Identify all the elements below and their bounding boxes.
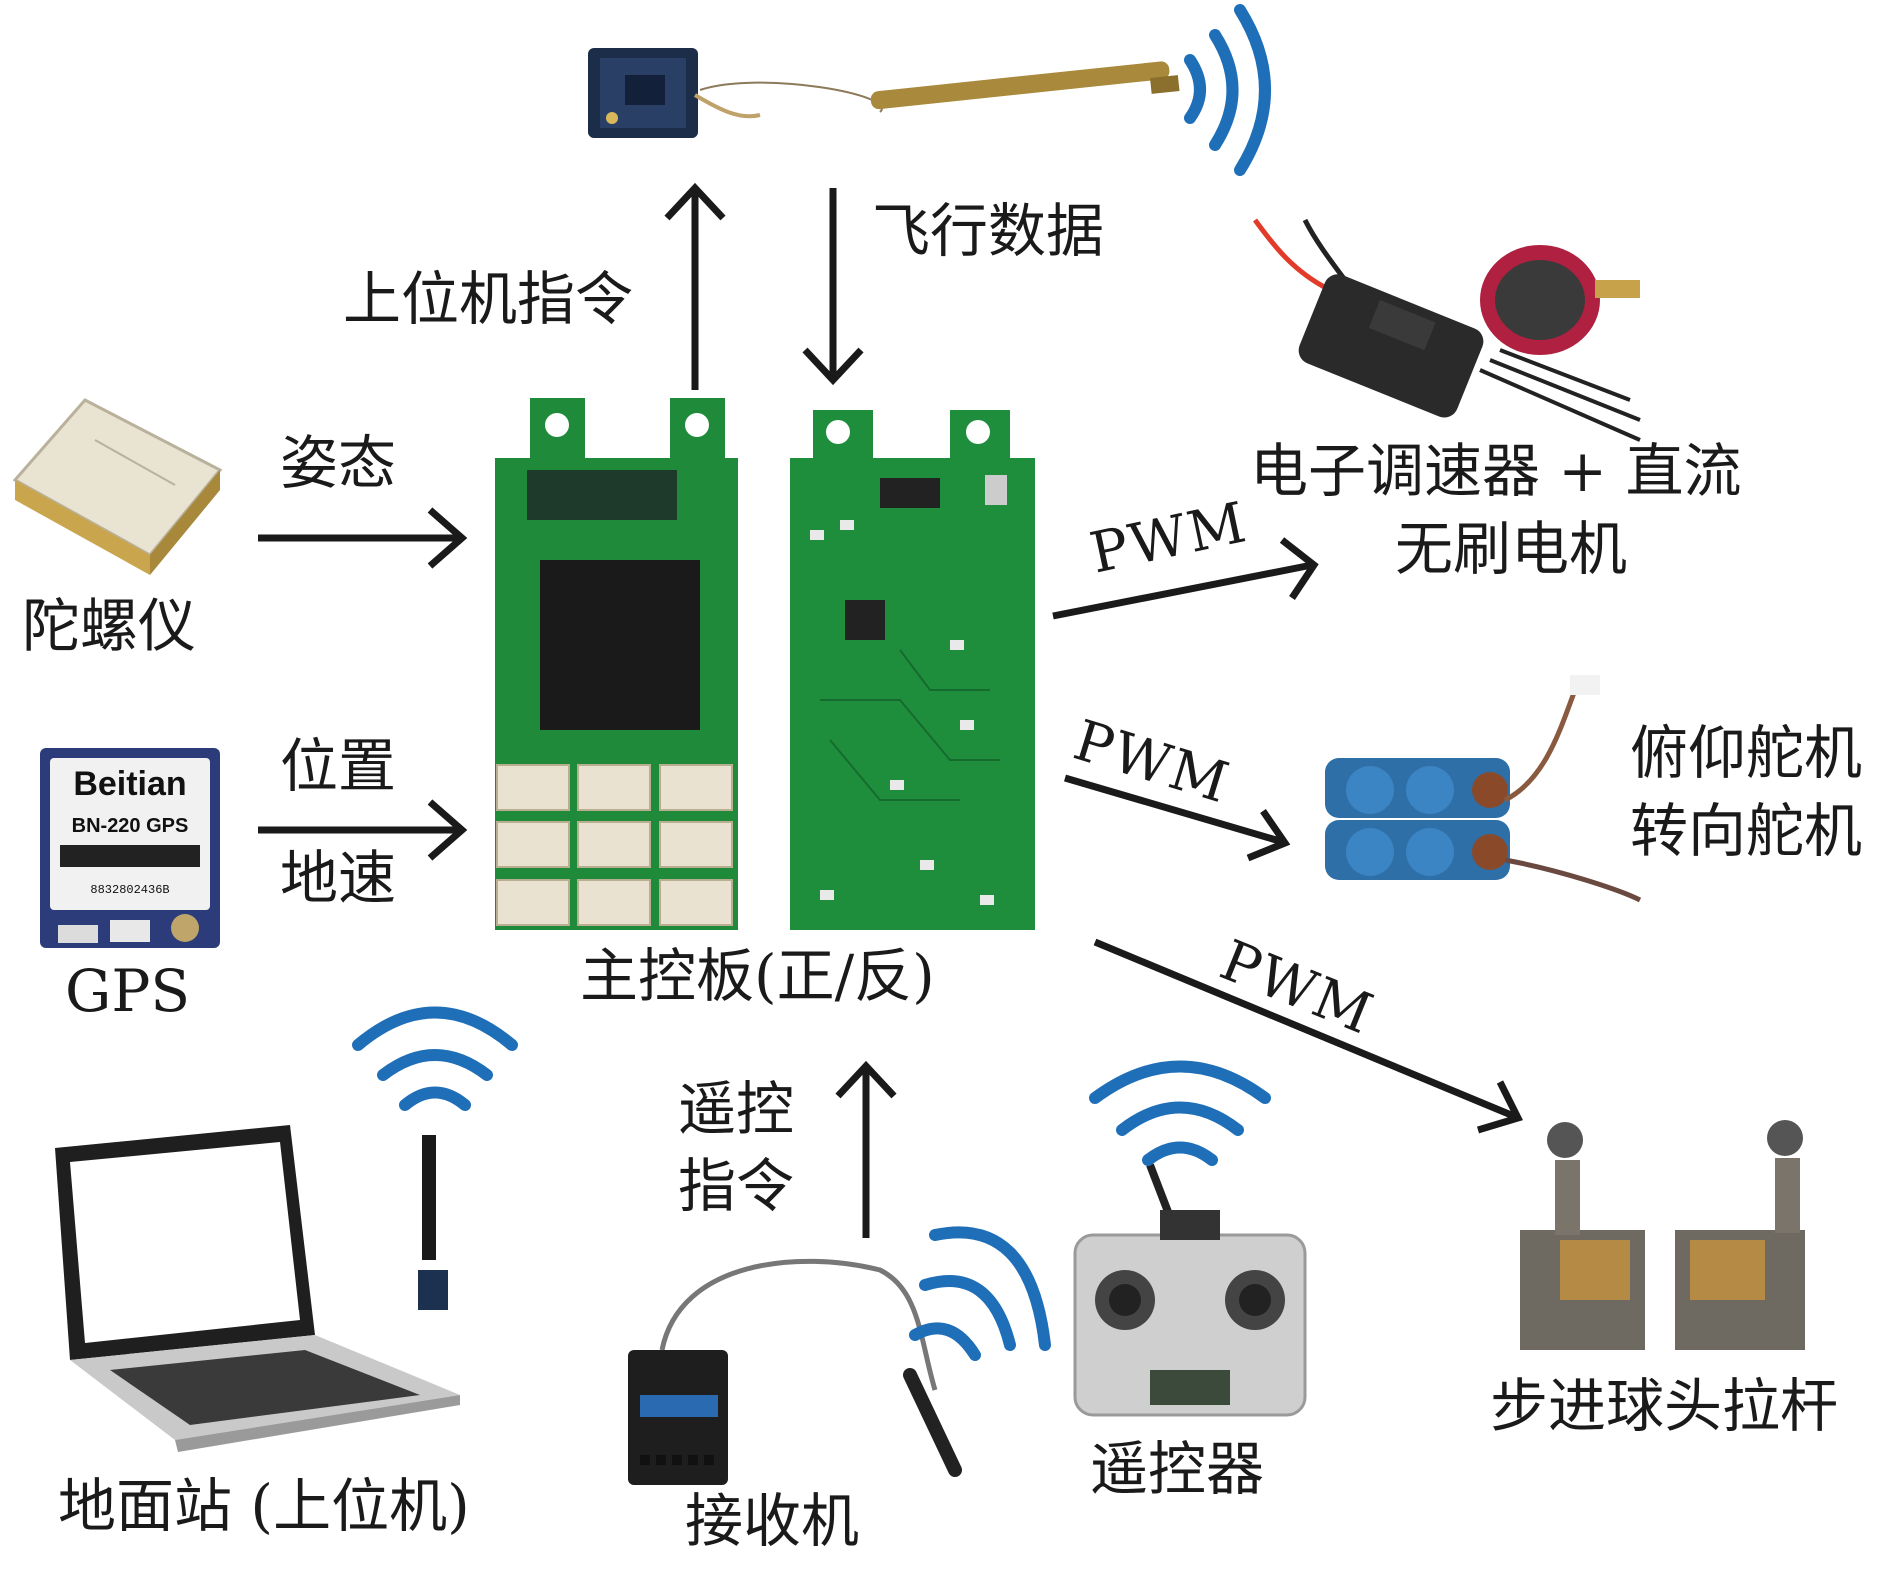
arrow-flight-data (802, 188, 864, 386)
servo-label-line2: 转向舵机 (1630, 797, 1863, 865)
wireless-signal-receiver (909, 1226, 1051, 1361)
receiver-label: 接收机 (685, 1487, 860, 1555)
rc-cmd-label-line1: 遥控 (678, 1075, 795, 1143)
attitude-label: 姿态 (280, 429, 397, 497)
arrow-pwm-rod (1093, 938, 1523, 1134)
rod-label: 步进球头拉杆 (1490, 1372, 1839, 1440)
gyro-image (12, 398, 223, 575)
servo-label-line1: 俯仰舵机 (1630, 719, 1863, 787)
remote-image (1073, 1163, 1307, 1417)
gps-model-text: BN-220 GPS (72, 815, 189, 837)
arrow-rc-cmd (835, 1060, 897, 1238)
gps-label: GPS (65, 957, 191, 1025)
arrow-pwm-servo (1064, 774, 1291, 862)
ground-speed-label: 地速 (280, 844, 397, 912)
arrow-pwm-esc (1052, 537, 1319, 620)
main-board-label: 主控板(正/反) (580, 942, 935, 1010)
remote-label: 遥控器 (1090, 1435, 1265, 1503)
arrow-attitude (258, 507, 468, 569)
rod-image (1520, 1120, 1805, 1350)
esc-label-line1: 电子调速器 + 直流 (1250, 437, 1742, 505)
servo-image (1325, 675, 1642, 903)
main-board-back-image (790, 410, 1035, 930)
gps-serial-text: 8832802436B (90, 883, 169, 897)
esc-label-line2: 无刷电机 (1395, 515, 1628, 583)
wireless-module-image (588, 48, 1180, 138)
arrow-upper-cmd (664, 182, 726, 390)
ground-station-label: 地面站 (上位机) (58, 1472, 470, 1540)
gyro-label: 陀螺仪 (22, 592, 197, 660)
gps-brand-text: Beitian (73, 765, 186, 803)
position-label: 位置 (280, 732, 397, 800)
wireless-signal-remote (1089, 1060, 1271, 1166)
esc-motor-image (1252, 218, 1641, 442)
main-board-front-image (495, 398, 738, 930)
rc-cmd-label-line2: 指令 (678, 1152, 795, 1220)
flight-data-label: 飞行数据 (872, 197, 1105, 265)
arrow-position (258, 799, 468, 861)
upper-cmd-label: 上位机指令 (343, 265, 634, 333)
laptop-image (55, 1125, 460, 1452)
wireless-signal-top (1184, 4, 1271, 176)
gps-module-image: Beitian BN-220 GPS 8832802436B (40, 748, 220, 948)
receiver-image (628, 1258, 962, 1485)
wireless-signal-ground (352, 1006, 518, 1111)
